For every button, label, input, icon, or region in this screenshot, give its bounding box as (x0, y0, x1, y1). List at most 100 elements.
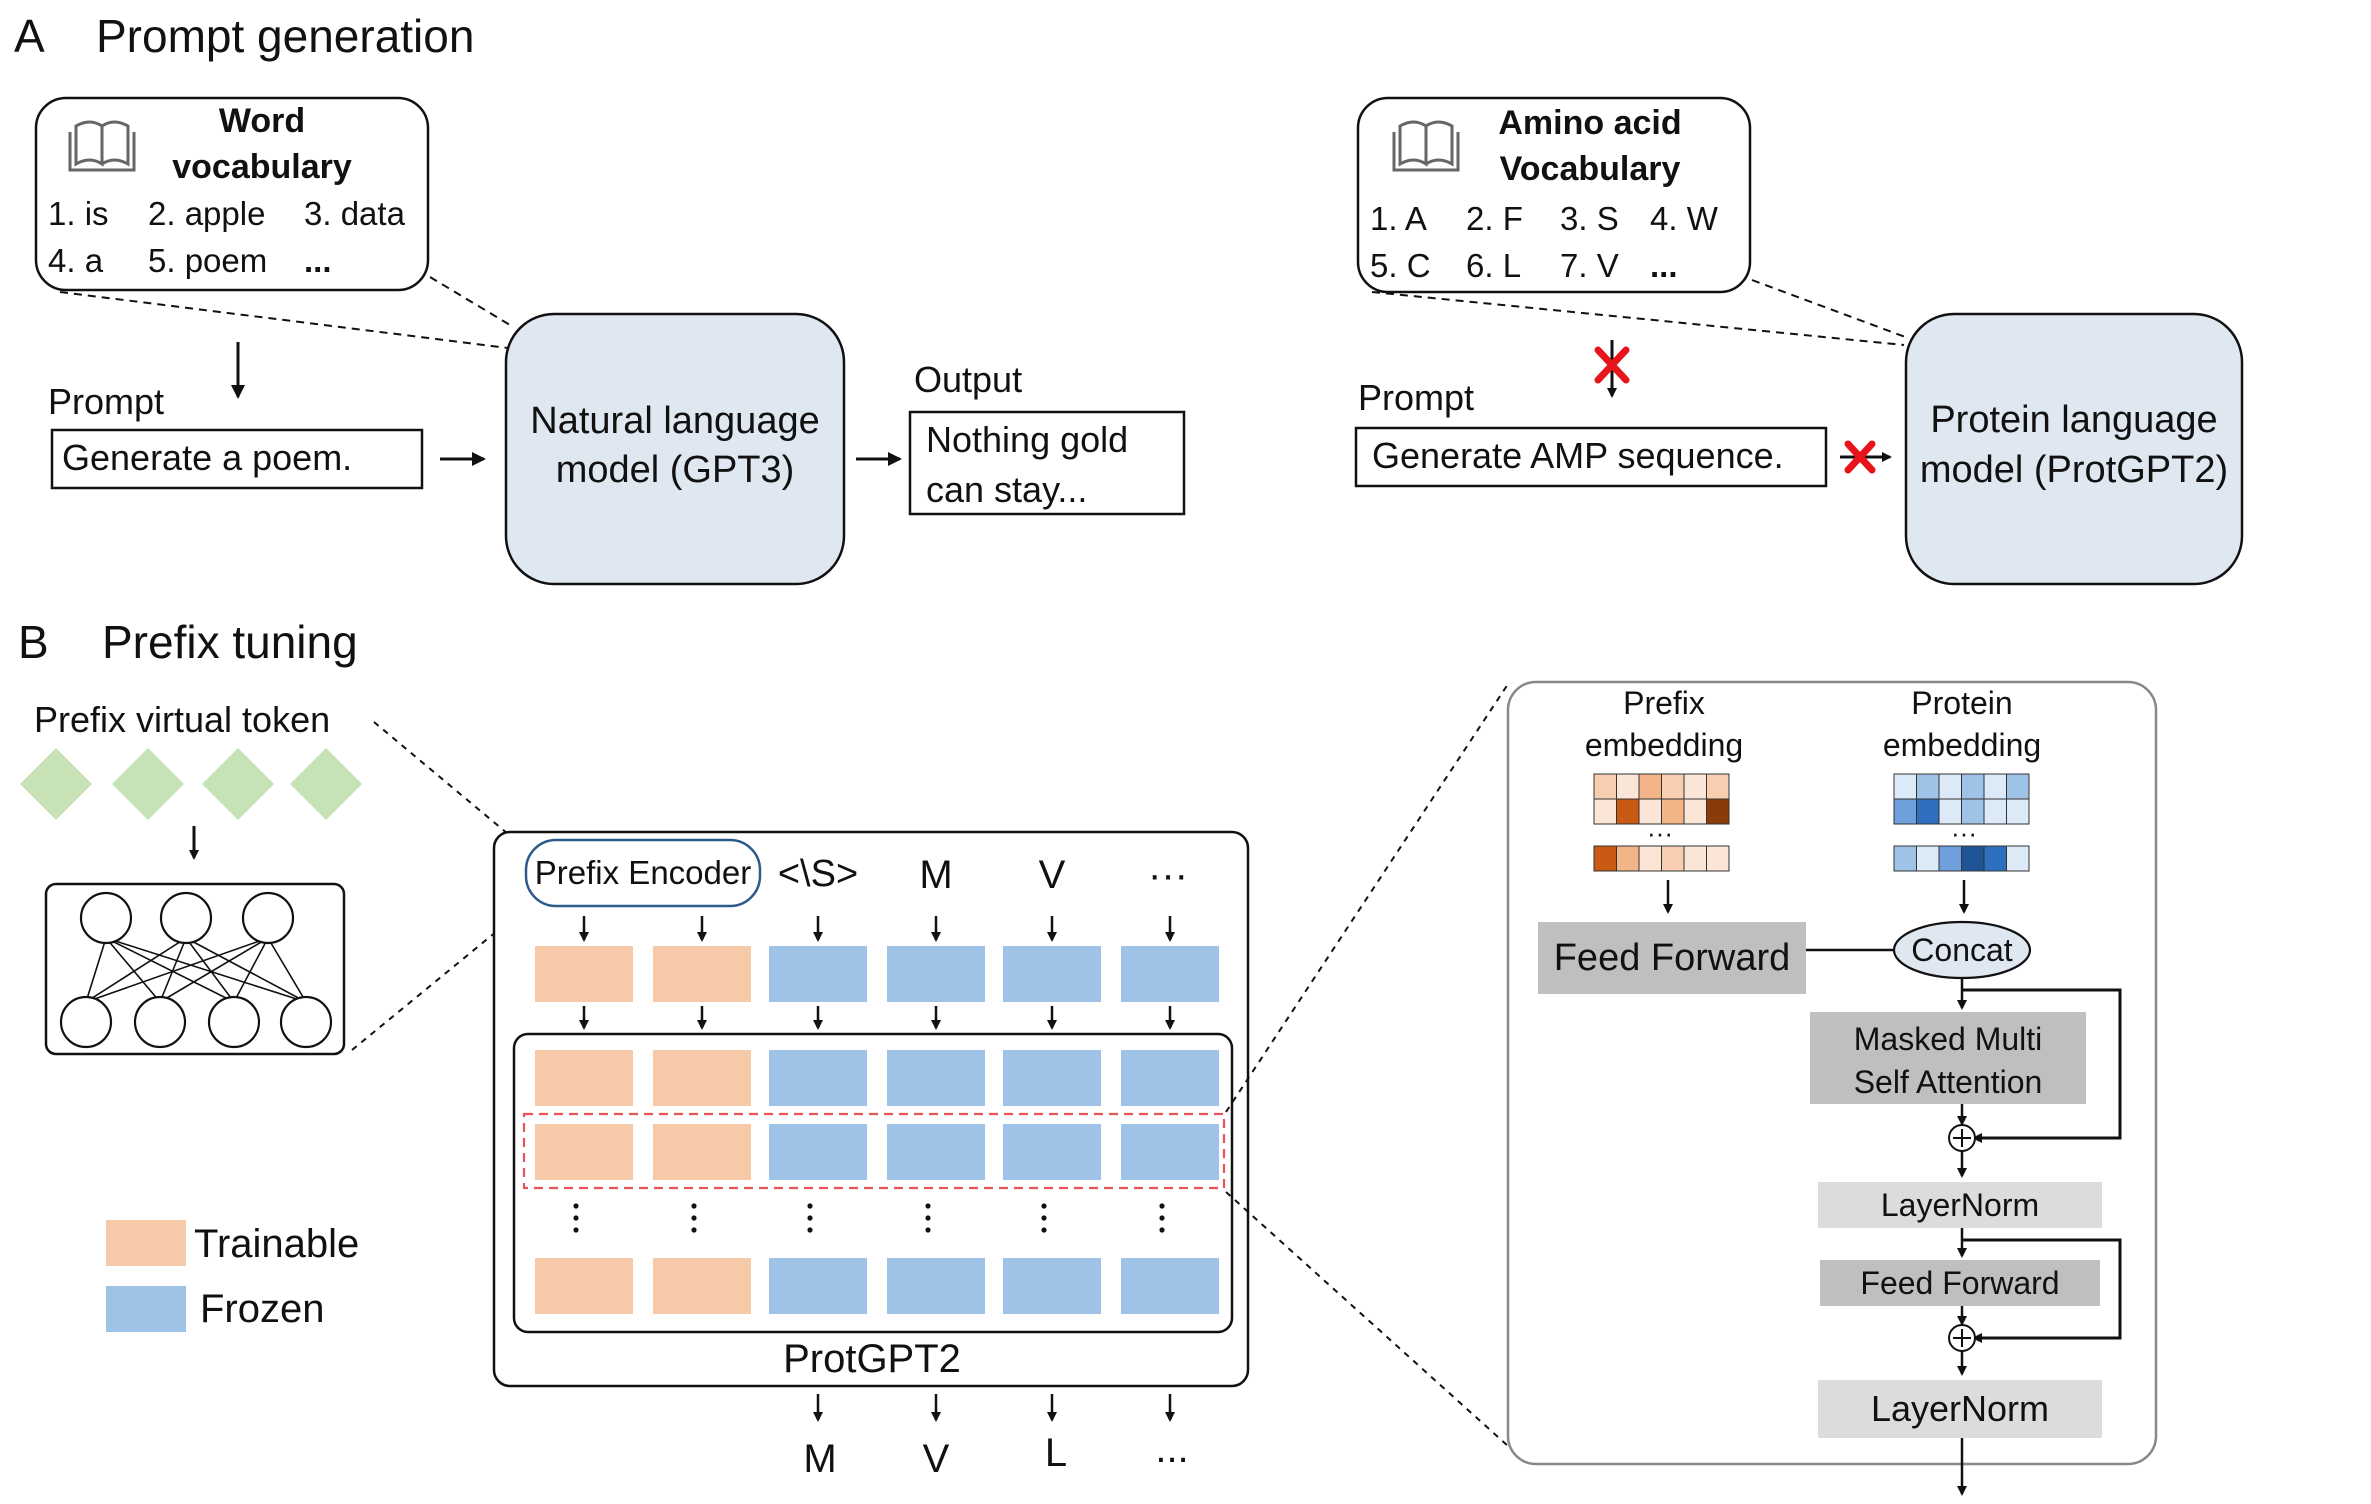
frozen-embedding (887, 946, 985, 1002)
prefix-embedding-cell (1616, 798, 1640, 825)
trainable-prefix-cell (653, 1124, 751, 1180)
feed-forward-label: Feed Forward (1554, 937, 1791, 979)
panel-a-title: Prompt generation (96, 10, 474, 62)
frozen-layer-cell (887, 1258, 985, 1314)
input-token: ··· (1148, 853, 1188, 897)
panel-b-title: Prefix tuning (102, 616, 358, 668)
legend-frozen-swatch (106, 1286, 186, 1332)
prefix-virtual-token-label: Prefix virtual token (34, 699, 330, 740)
natural-language-model (504, 312, 846, 586)
ellipsis-dot (573, 1215, 579, 1221)
legend-frozen-label: Frozen (200, 1287, 325, 1331)
prefix-embedding-cell (1706, 773, 1730, 800)
protein-embedding-cell (1893, 798, 1917, 825)
prompt-box (50, 428, 424, 490)
matrix-ellipsis: ··· (1647, 818, 1673, 848)
ellipsis-dot (691, 1203, 697, 1209)
ellipsis-dot (1159, 1227, 1165, 1233)
ellipsis-dot (573, 1203, 579, 1209)
prefix-embedding-label-2: embedding (1585, 727, 1743, 763)
prefix-embedding-cell (1661, 773, 1685, 800)
protein-embedding-cell (1893, 773, 1917, 800)
panel-b-letter: B (18, 616, 49, 668)
book-icon (1392, 120, 1460, 172)
prefix-embedding-cell (1683, 845, 1707, 872)
masked-attn-line1: Masked Multi (1854, 1021, 2043, 1057)
protein-embedding-cell (1938, 845, 1962, 872)
protein-embedding-cell (1893, 845, 1917, 872)
prefix-embedding-cell (1661, 845, 1685, 872)
prefix-embedding-label-1: Prefix (1623, 685, 1705, 721)
zoom-dashed-line (351, 903, 531, 1051)
amino-vocab-item: 2. F (1466, 200, 1523, 237)
ellipsis-dot (807, 1215, 813, 1221)
prefix-token-diamond (20, 748, 92, 820)
output-token: ... (1155, 1427, 1188, 1471)
output-token: L (1045, 1431, 1067, 1475)
prefix-token-diamond (290, 748, 362, 820)
embedding-row (535, 946, 1219, 1030)
prefix-embedding-cell (1638, 773, 1662, 800)
zoom-dashed-line (1225, 1191, 1509, 1447)
protein-embedding-label-2: embedding (1883, 727, 2041, 763)
prompt-text: Generate a poem. (62, 437, 352, 478)
book-icon (68, 120, 136, 172)
prefix-encoder-label: Prefix Encoder (535, 854, 751, 891)
protein-embedding-cell (2006, 845, 2030, 872)
trainable-embedding (535, 946, 633, 1002)
prefix-token-diamond (112, 748, 184, 820)
word-vocab-item: 3. data (304, 195, 406, 232)
amino-vocab-item: 1. A (1370, 200, 1427, 237)
concat-label: Concat (1911, 932, 2013, 968)
trainable-embedding (653, 946, 751, 1002)
prompt-label: Prompt (48, 381, 164, 422)
prefix-embedding-cell (1593, 845, 1617, 872)
ellipsis-dot (691, 1227, 697, 1233)
prefix-embedding-cell (1593, 798, 1617, 825)
transformer-layer-rows (535, 1050, 1219, 1314)
input-token: V (1039, 853, 1066, 897)
ellipsis-dot (1041, 1227, 1047, 1233)
amino-acid-vocabulary-box (1356, 96, 1752, 294)
prefix-encoder-pill (524, 838, 762, 908)
prefix-embedding-cell (1616, 773, 1640, 800)
protein-embedding-cell (1983, 798, 2007, 825)
ellipsis-dot (573, 1227, 579, 1233)
vocab-connector (59, 291, 509, 349)
output-token: M (803, 1437, 836, 1481)
network-nodes (59, 891, 333, 1049)
word-vocab-item: 5. poem (148, 242, 267, 279)
frozen-layer-cell (769, 1124, 867, 1180)
amino-vocab-item: 6. L (1466, 247, 1521, 284)
add-node-icon (1948, 1324, 1976, 1352)
prefix-embedding-cell (1593, 773, 1617, 800)
protein-embedding-cell (1983, 773, 2007, 800)
frozen-layer-cell (1003, 1258, 1101, 1314)
output-token: V (923, 1437, 950, 1481)
amino-vocab-title-1: Amino acid (1498, 104, 1681, 142)
frozen-layer-cell (1003, 1124, 1101, 1180)
trainable-prefix-cell (535, 1050, 633, 1106)
matrix-ellipsis: ··· (1951, 818, 1977, 848)
frozen-embedding (769, 946, 867, 1002)
protein-language-model (1904, 312, 2244, 586)
protein-embedding-cell (1983, 845, 2007, 872)
transformer-layers-box (512, 1032, 1234, 1334)
trainable-prefix-cell (535, 1124, 633, 1180)
feed-forward-block (1538, 922, 1806, 994)
ellipsis-dot (807, 1227, 813, 1233)
legend-trainable-label: Trainable (194, 1222, 359, 1266)
prefix-embedding-cell (1706, 798, 1730, 825)
word-vocab-item: 4. a (48, 242, 104, 279)
word-vocab-item: ... (304, 242, 332, 279)
panel-a-letter: A (14, 10, 45, 62)
frozen-layer-cell (769, 1258, 867, 1314)
trainable-prefix-cell (653, 1258, 751, 1314)
vocab-connector (429, 276, 511, 326)
prompt-label: Prompt (1358, 377, 1474, 418)
frozen-layer-cell (1003, 1050, 1101, 1106)
masked-self-attention-block (1810, 1012, 2086, 1104)
ellipsis-dot (1159, 1203, 1165, 1209)
residual-connection (1962, 988, 2122, 1143)
prefix-embedding-cell (1616, 845, 1640, 872)
